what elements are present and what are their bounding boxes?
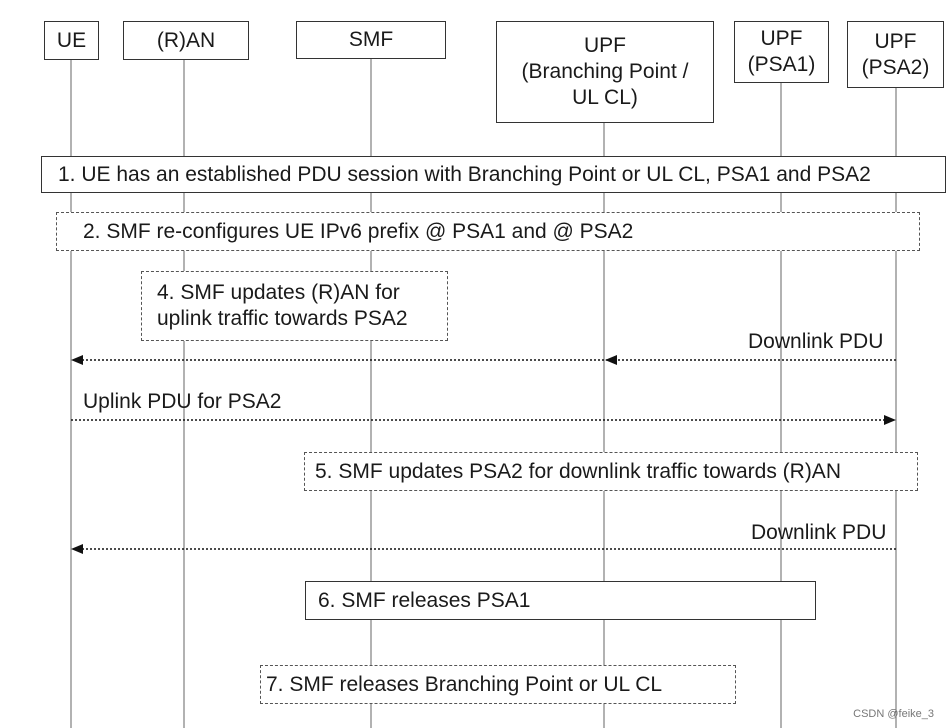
step-6-box: 6. SMF releases PSA1 [305,581,816,620]
step-7-box: 7. SMF releases Branching Point or UL CL [260,665,736,704]
entity-upf-psa2: UPF (PSA2) [847,21,944,88]
downlink-pdu-label-2: Downlink PDU [751,521,887,544]
entity-smf: SMF [296,21,446,59]
entity-ran: (R)AN [123,21,249,60]
step-4-box: 4. SMF updates (R)AN for uplink traffic … [141,271,448,341]
watermark-text: CSDN @feike_3 [853,708,934,720]
step-1-box: 1. UE has an established PDU session wit… [41,156,946,193]
step-5-box: 5. SMF updates PSA2 for downlink traffic… [304,452,918,491]
downlink-pdu-label-1: Downlink PDU [748,330,884,353]
entity-upf-psa1: UPF (PSA1) [734,21,829,83]
step-2-box: 2. SMF re-configures UE IPv6 prefix @ PS… [56,212,920,251]
entity-upf-branching-point: UPF (Branching Point / UL CL) [496,21,714,123]
entity-ue: UE [44,21,99,60]
uplink-pdu-label: Uplink PDU for PSA2 [83,390,282,413]
